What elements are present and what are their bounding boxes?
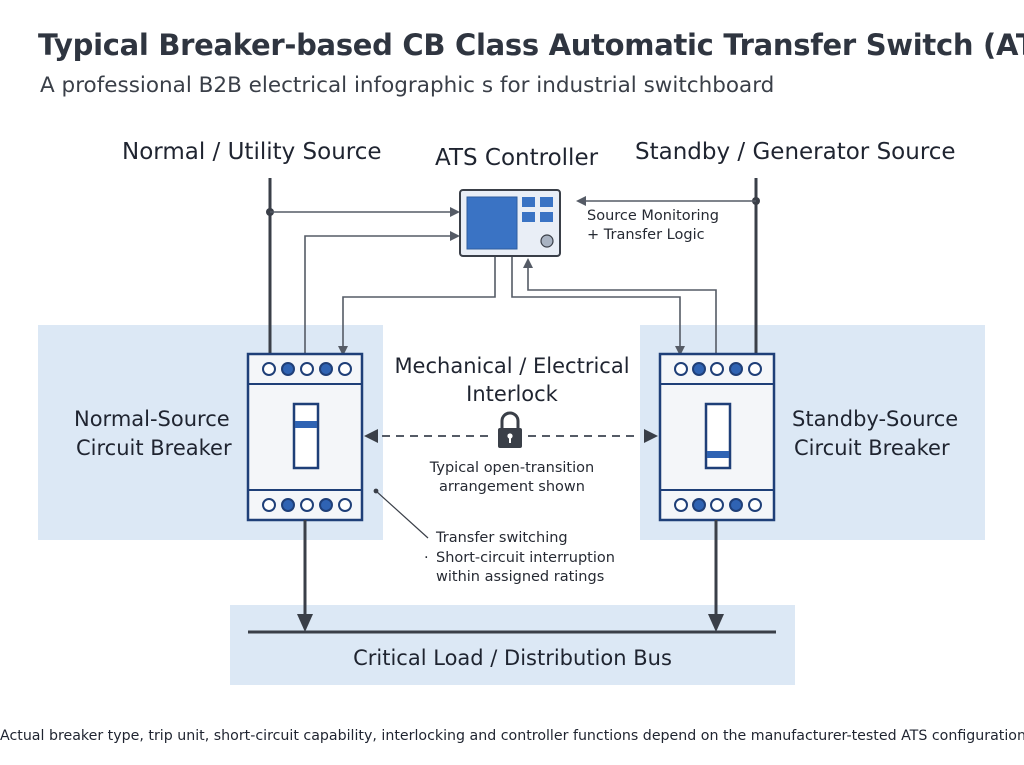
function-item-short-circuit-cont: within assigned ratings (436, 569, 605, 585)
function-item-transfer: Transfer switching (436, 530, 568, 546)
controller-note-line2: + Transfer Logic (587, 227, 705, 243)
output-lines (303, 520, 718, 620)
bus-label: Critical Load / Distribution Bus (353, 646, 672, 670)
standby-breaker-label-line2: Circuit Breaker (794, 436, 950, 460)
functions-leader (373, 488, 429, 539)
page-title: Typical Breaker-based CB Class Automatic… (38, 28, 1024, 62)
interlock-note-line1: Typical open-transition (429, 460, 595, 476)
standby-breaker-label-line1: Standby-Source (792, 407, 959, 431)
interlock-link (364, 429, 658, 443)
controller-note-line1: Source Monitoring (587, 208, 719, 224)
interlock-label-line1: Mechanical / Electrical (394, 354, 630, 378)
interlock-note-line2: arrangement shown (439, 479, 585, 495)
bus-panel (230, 605, 795, 685)
interlock-label-line2: Interlock (466, 382, 558, 406)
footer-note: Actual breaker type, trip unit, short-ci… (0, 728, 1024, 744)
standby-source-label: Standby / Generator Source (635, 139, 956, 165)
normal-breaker-label-line2: Circuit Breaker (76, 436, 232, 460)
standby-output-arrow (708, 614, 724, 632)
controller-device-icon (459, 189, 561, 257)
padlock-icon (498, 411, 522, 448)
standby-breaker-body (658, 352, 776, 522)
normal-source-label: Normal / Utility Source (122, 139, 382, 165)
function-item-short-circuit: Short-circuit interruption (436, 550, 615, 566)
controller-label: ATS Controller (435, 145, 599, 171)
normal-breaker-label-line1: Normal-Source (74, 407, 230, 431)
monitoring-lines (270, 196, 756, 356)
function-bullet: · (424, 550, 429, 566)
page-subtitle: A professional B2B electrical infographi… (40, 73, 775, 98)
normal-breaker-body (246, 352, 364, 522)
normal-output-arrow (297, 614, 313, 632)
